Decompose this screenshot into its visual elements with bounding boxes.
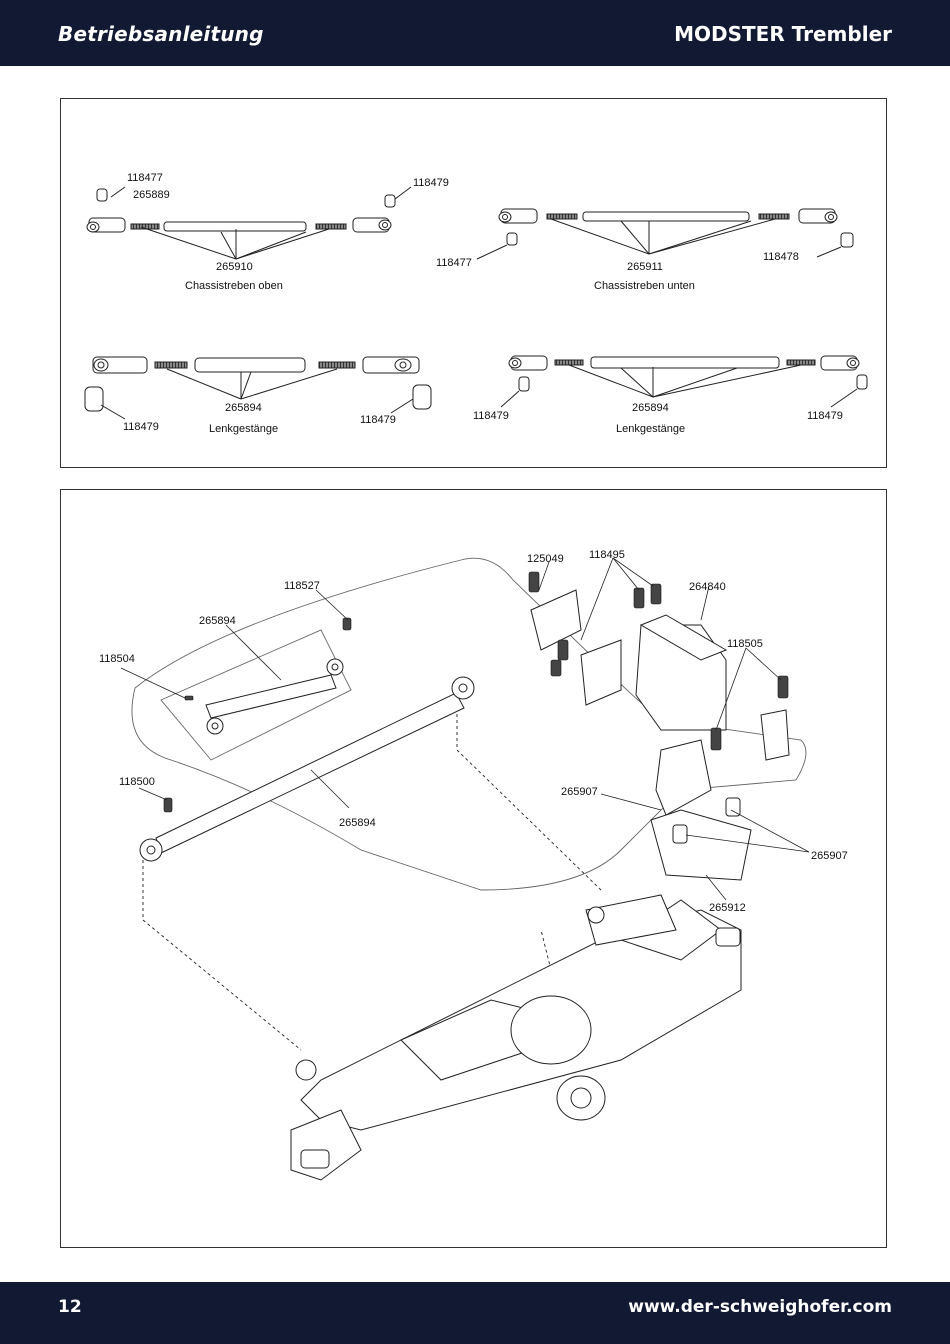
- page-header: Betriebsanleitung MODSTER Trembler: [0, 0, 950, 66]
- label-265907-left: 265907: [561, 786, 598, 798]
- steering-rod-c: [84, 356, 432, 420]
- label-a-118479: 118479: [413, 177, 449, 189]
- steering-links: [139, 658, 475, 862]
- steering-assembly-panel: 125049 118495 264840 118527 265894 11850…: [60, 489, 887, 1248]
- label-265894-lower: 265894: [339, 817, 376, 829]
- label-a-118477: 118477: [127, 172, 163, 184]
- label-d-118479-left: 118479: [473, 410, 509, 422]
- label-d-265894: 265894: [632, 402, 669, 414]
- manual-title: Betriebsanleitung: [58, 22, 264, 46]
- label-118527: 118527: [284, 580, 320, 592]
- website-link[interactable]: www.der-schweighofer.com: [628, 1297, 892, 1317]
- page-footer: 12 www.der-schweighofer.com: [0, 1282, 950, 1344]
- label-a-265910: 265910: [216, 261, 253, 273]
- label-118495: 118495: [589, 549, 625, 561]
- label-264840: 264840: [689, 581, 726, 593]
- label-125049: 125049: [527, 553, 564, 565]
- screws: [163, 571, 789, 813]
- label-265912: 265912: [709, 902, 746, 914]
- caption-chassis-upper: Chassistreben oben: [185, 280, 283, 292]
- label-118505: 118505: [727, 638, 763, 650]
- label-a-265889: 265889: [133, 189, 170, 201]
- front-axle: [290, 894, 742, 1181]
- caption-steering-c: Lenkgestänge: [209, 423, 278, 435]
- product-title: MODSTER Trembler: [674, 22, 892, 46]
- caption-chassis-lower: Chassistreben unten: [594, 280, 695, 292]
- label-118500: 118500: [119, 776, 155, 788]
- label-c-265894: 265894: [225, 402, 262, 414]
- page-number: 12: [58, 1297, 82, 1317]
- label-265907-right: 265907: [811, 850, 848, 862]
- label-b-118478: 118478: [763, 251, 799, 263]
- label-c-118479-right: 118479: [360, 414, 396, 426]
- rod-upper-a: [86, 186, 412, 260]
- label-d-118479-right: 118479: [807, 410, 843, 422]
- label-c-118479-left: 118479: [123, 421, 159, 433]
- label-118504: 118504: [99, 653, 135, 665]
- label-b-118477: 118477: [436, 257, 472, 269]
- rods-diagram: 118477 265889 118479 265910 Chassistrebe…: [84, 172, 868, 435]
- label-b-265911: 265911: [627, 261, 663, 273]
- steering-assembly-diagram: 125049 118495 264840 118527 265894 11850…: [99, 549, 848, 1181]
- servo: [530, 589, 728, 731]
- rods-diagram-panel: 118477 265889 118479 265910 Chassistrebe…: [60, 98, 887, 468]
- label-265894-upper: 265894: [199, 615, 236, 627]
- steering-rod-d: [500, 355, 868, 408]
- rod-lower-b: [476, 208, 854, 260]
- caption-steering-d: Lenkgestänge: [616, 423, 685, 435]
- servo-mount: [650, 709, 790, 881]
